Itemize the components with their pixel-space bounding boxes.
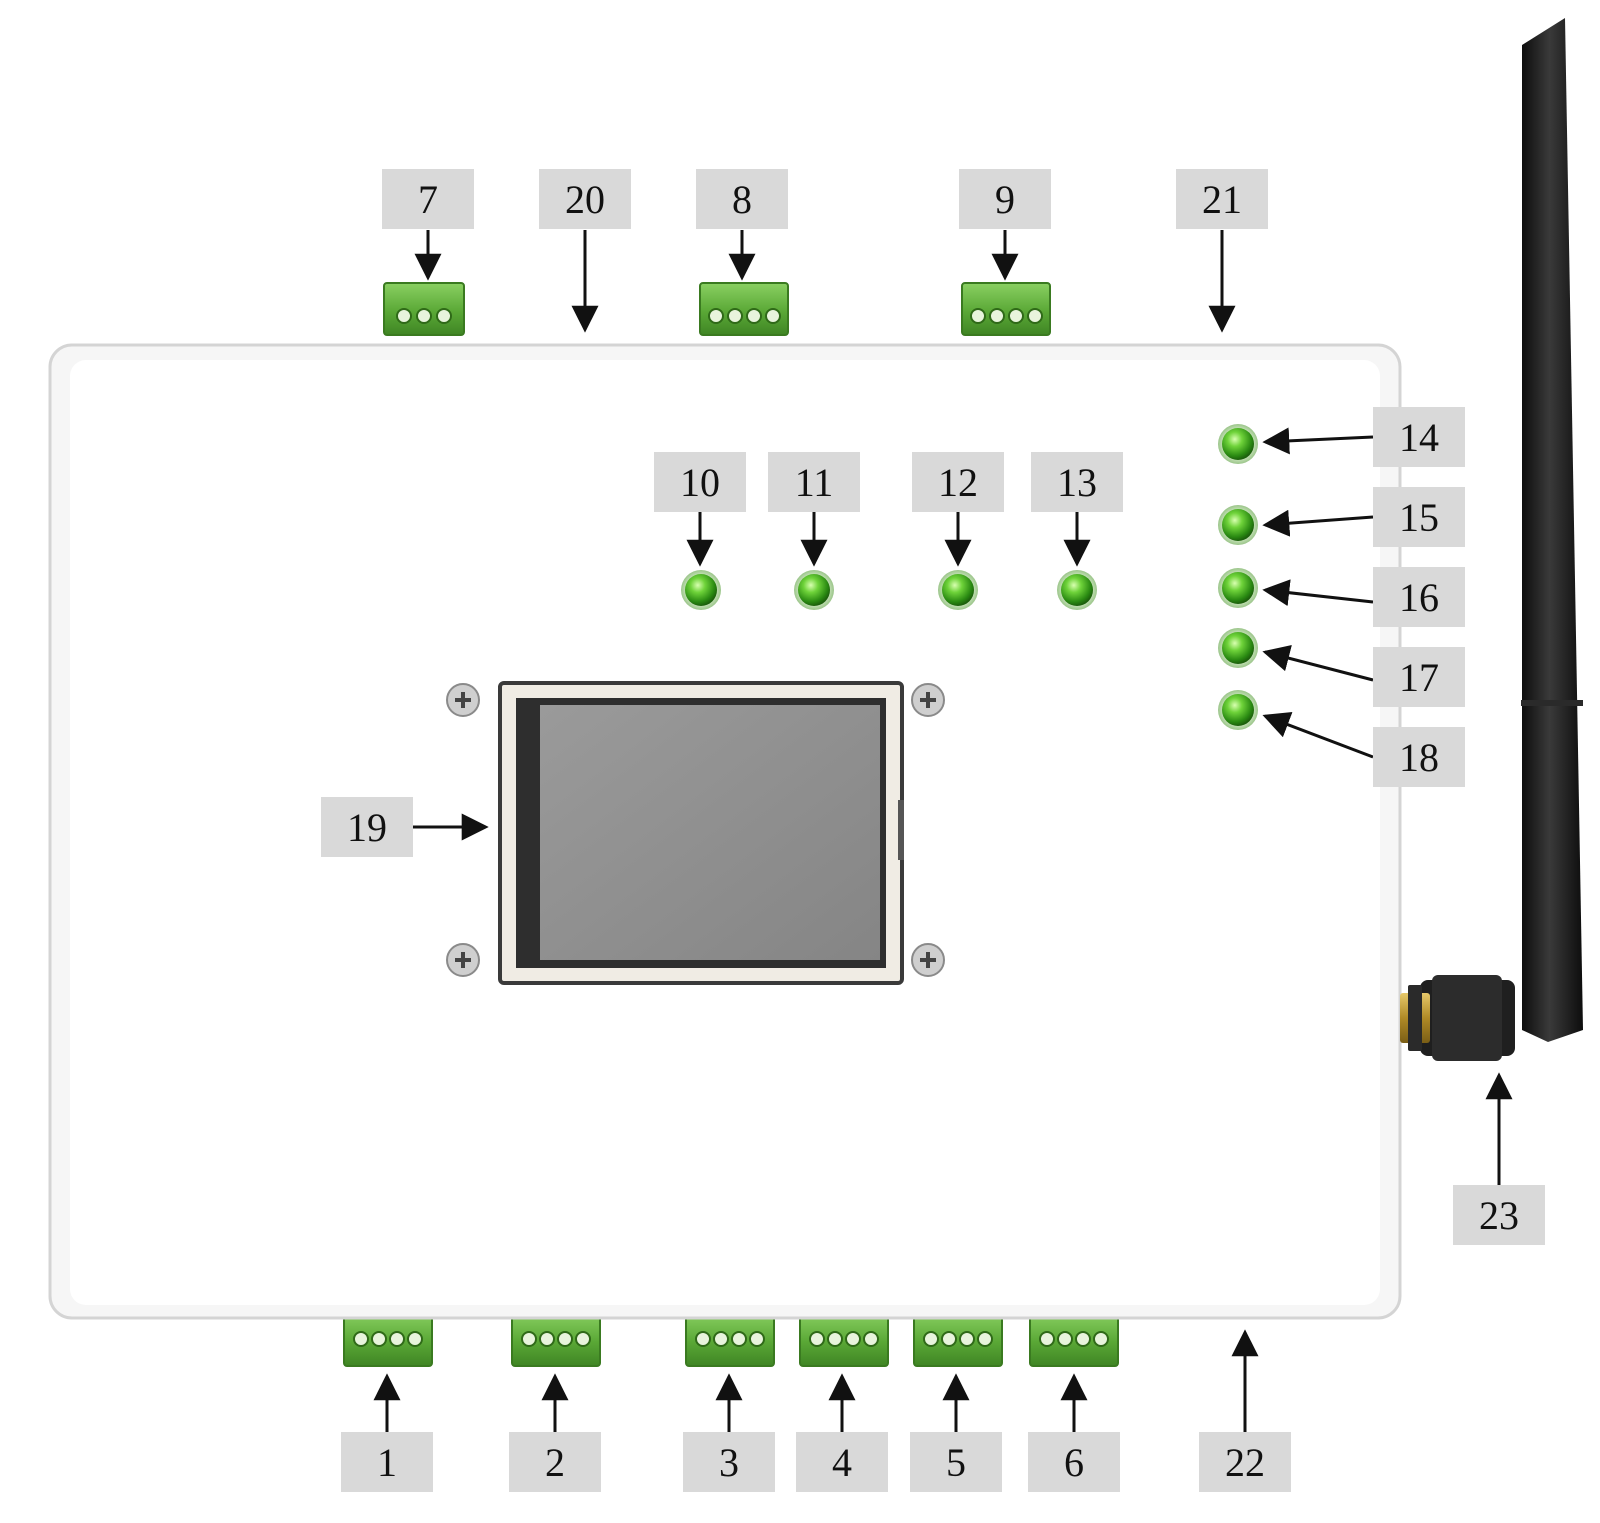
led-18 [1218,690,1258,730]
callout-label-15-text: 15 [1399,495,1439,540]
callout-label-23-text: 23 [1479,1193,1519,1238]
callout-label-16-text: 16 [1399,575,1439,620]
callout-label-7: 7 [382,169,474,229]
led-13 [1057,570,1097,610]
callout-label-11-text: 11 [795,460,834,505]
callout-label-4-text: 4 [832,1440,852,1485]
callout-label-22-text: 22 [1225,1440,1265,1485]
bottom-terminal-block-3 [685,1311,775,1367]
callout-label-1-text: 1 [377,1440,397,1485]
led-12 [938,570,978,610]
led-10 [681,570,721,610]
led-16 [1218,568,1258,608]
screw-icon [446,943,480,977]
callout-label-19-text: 19 [347,805,387,850]
callout-label-12-text: 12 [938,460,978,505]
bottom-terminal-block-6 [1029,1311,1119,1367]
led-11 [794,570,834,610]
callout-label-18-text: 18 [1399,735,1439,780]
screw-icon [911,683,945,717]
callout-label-2-text: 2 [545,1440,565,1485]
bottom-terminal-block-4 [799,1311,889,1367]
callout-label-18: 18 [1373,727,1465,787]
callout-label-14-text: 14 [1399,415,1439,460]
callout-label-20: 20 [539,169,631,229]
led-15 [1218,505,1258,545]
top-terminal-block-8 [699,282,789,336]
callout-label-12: 12 [912,452,1004,512]
callout-label-5: 5 [910,1432,1002,1492]
callout-label-3-text: 3 [719,1440,739,1485]
callout-label-23: 23 [1453,1185,1545,1245]
callout-label-5-text: 5 [946,1440,966,1485]
callout-label-19: 19 [321,797,413,857]
callout-label-8-text: 8 [732,177,752,222]
callout-label-6: 6 [1028,1432,1120,1492]
callout-label-20-text: 20 [565,177,605,222]
antenna [1400,18,1583,1061]
bottom-terminal-blocks [343,1311,1119,1367]
callout-label-15: 15 [1373,487,1465,547]
callout-label-17-text: 17 [1399,655,1439,700]
top-terminal-block-9 [961,282,1051,336]
callout-label-21: 21 [1176,169,1268,229]
callout-label-7-text: 7 [418,177,438,222]
led-14 [1218,424,1258,464]
touch-screen [498,681,904,985]
bottom-terminal-block-1 [343,1311,433,1367]
callout-label-13-text: 13 [1057,460,1097,505]
callout-label-17: 17 [1373,647,1465,707]
screw-icon [911,943,945,977]
callout-label-9: 9 [959,169,1051,229]
callout-labels: 7 20 8 9 21 10 11 12 13 14 15 16 17 18 1… [321,169,1545,1492]
callout-label-2: 2 [509,1432,601,1492]
callout-label-13: 13 [1031,452,1123,512]
callout-label-22: 22 [1199,1432,1291,1492]
callout-label-6-text: 6 [1064,1440,1084,1485]
callout-label-21-text: 21 [1202,177,1242,222]
bottom-terminal-block-5 [913,1311,1003,1367]
callout-label-10: 10 [654,452,746,512]
callout-label-1: 1 [341,1432,433,1492]
callout-label-9-text: 9 [995,177,1015,222]
callout-arrows [373,230,1513,1432]
callout-label-3: 3 [683,1432,775,1492]
callout-label-16: 16 [1373,567,1465,627]
bottom-terminal-block-2 [511,1311,601,1367]
screw-icon [446,683,480,717]
callout-label-4: 4 [796,1432,888,1492]
callout-label-10-text: 10 [680,460,720,505]
led-17 [1218,628,1258,668]
top-terminal-block-7 [383,282,465,336]
callout-label-8: 8 [696,169,788,229]
callout-label-14: 14 [1373,407,1465,467]
callout-label-11: 11 [768,452,860,512]
